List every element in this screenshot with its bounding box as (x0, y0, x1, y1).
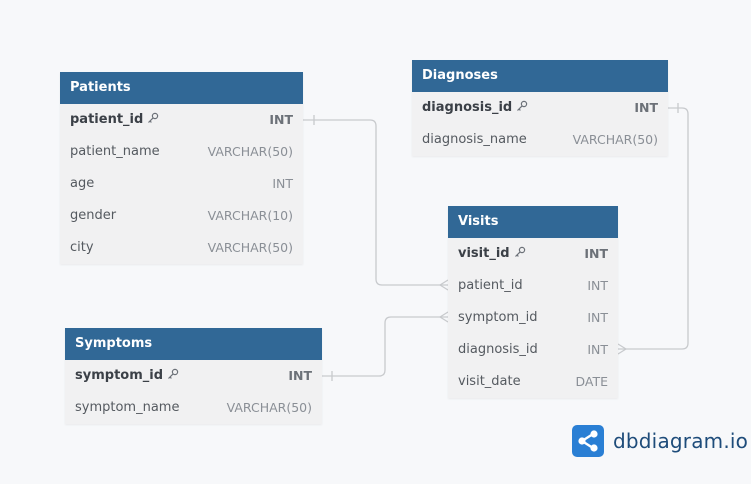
field-type: DATE (575, 374, 608, 389)
field-type: INT (272, 176, 293, 191)
field-name: visit_date (458, 374, 521, 389)
field-type: INT (587, 342, 608, 357)
field-name: diagnosis_id (458, 342, 538, 357)
field-type: INT (269, 112, 293, 127)
table-header[interactable]: Visits (448, 206, 618, 238)
field-row[interactable]: gender VARCHAR(10) (60, 200, 303, 232)
field-type: VARCHAR(50) (207, 240, 293, 255)
field-type: INT (634, 100, 658, 115)
table-visits[interactable]: Visits visit_id INT patient_id INT sympt… (448, 206, 618, 398)
field-row[interactable]: age INT (60, 168, 303, 200)
table-header[interactable]: Patients (60, 72, 303, 104)
field-row[interactable]: city VARCHAR(50) (60, 232, 303, 264)
relationship-symptoms-visits[interactable] (322, 311, 449, 381)
field-name-wrap: visit_id (458, 238, 526, 271)
field-name-wrap: diagnosis_id (422, 92, 528, 125)
field-row[interactable]: patient_id INT (448, 270, 618, 302)
key-icon (167, 361, 179, 393)
table-diagnoses[interactable]: Diagnoses diagnosis_id INT diagnosis_nam… (412, 60, 668, 156)
field-type: VARCHAR(50) (226, 400, 312, 415)
field-name: gender (70, 208, 117, 223)
brand-name-main: dbdiagram (613, 429, 724, 453)
field-row[interactable]: diagnosis_id INT (448, 334, 618, 366)
field-name: symptom_id (75, 367, 164, 383)
brand-name-suffix: .io (723, 429, 749, 453)
field-name: patient_id (70, 111, 144, 127)
brand-name: dbdiagram.io (613, 429, 748, 453)
field-row[interactable]: symptom_name VARCHAR(50) (65, 392, 322, 424)
field-row[interactable]: diagnosis_id INT (412, 92, 668, 124)
field-type: VARCHAR(10) (207, 208, 293, 223)
field-type: INT (584, 246, 608, 261)
field-name: visit_id (458, 245, 510, 261)
field-name: patient_name (70, 144, 160, 159)
field-name: city (70, 240, 94, 255)
field-row[interactable]: symptom_id INT (448, 302, 618, 334)
field-type: VARCHAR(50) (572, 132, 658, 147)
field-name-wrap: patient_id (70, 104, 159, 137)
field-row[interactable]: diagnosis_name VARCHAR(50) (412, 124, 668, 156)
table-symptoms[interactable]: Symptoms symptom_id INT symptom_name VAR… (65, 328, 322, 424)
field-row[interactable]: visit_date DATE (448, 366, 618, 398)
field-name: symptom_name (75, 400, 180, 415)
field-name-wrap: symptom_id (75, 360, 179, 393)
field-name: patient_id (458, 278, 523, 293)
key-icon (516, 93, 528, 125)
table-header[interactable]: Symptoms (65, 328, 322, 360)
field-name: diagnosis_name (422, 132, 527, 147)
field-row[interactable]: patient_name VARCHAR(50) (60, 136, 303, 168)
field-name: symptom_id (458, 310, 538, 325)
field-type: INT (587, 278, 608, 293)
table-patients[interactable]: Patients patient_id INT patient_name VAR… (60, 72, 303, 264)
key-icon (514, 239, 526, 271)
field-name: age (70, 176, 95, 191)
field-name: diagnosis_id (422, 99, 513, 115)
field-type: INT (587, 310, 608, 325)
field-row[interactable]: visit_id INT (448, 238, 618, 270)
field-type: VARCHAR(50) (207, 144, 293, 159)
key-icon (147, 105, 159, 137)
table-header[interactable]: Diagnoses (412, 60, 668, 92)
field-type: INT (288, 368, 312, 383)
field-row[interactable]: patient_id INT (60, 104, 303, 136)
dbdiagram-logo-icon (572, 425, 604, 457)
brand-watermark[interactable]: dbdiagram.io (572, 425, 748, 457)
field-row[interactable]: symptom_id INT (65, 360, 322, 392)
